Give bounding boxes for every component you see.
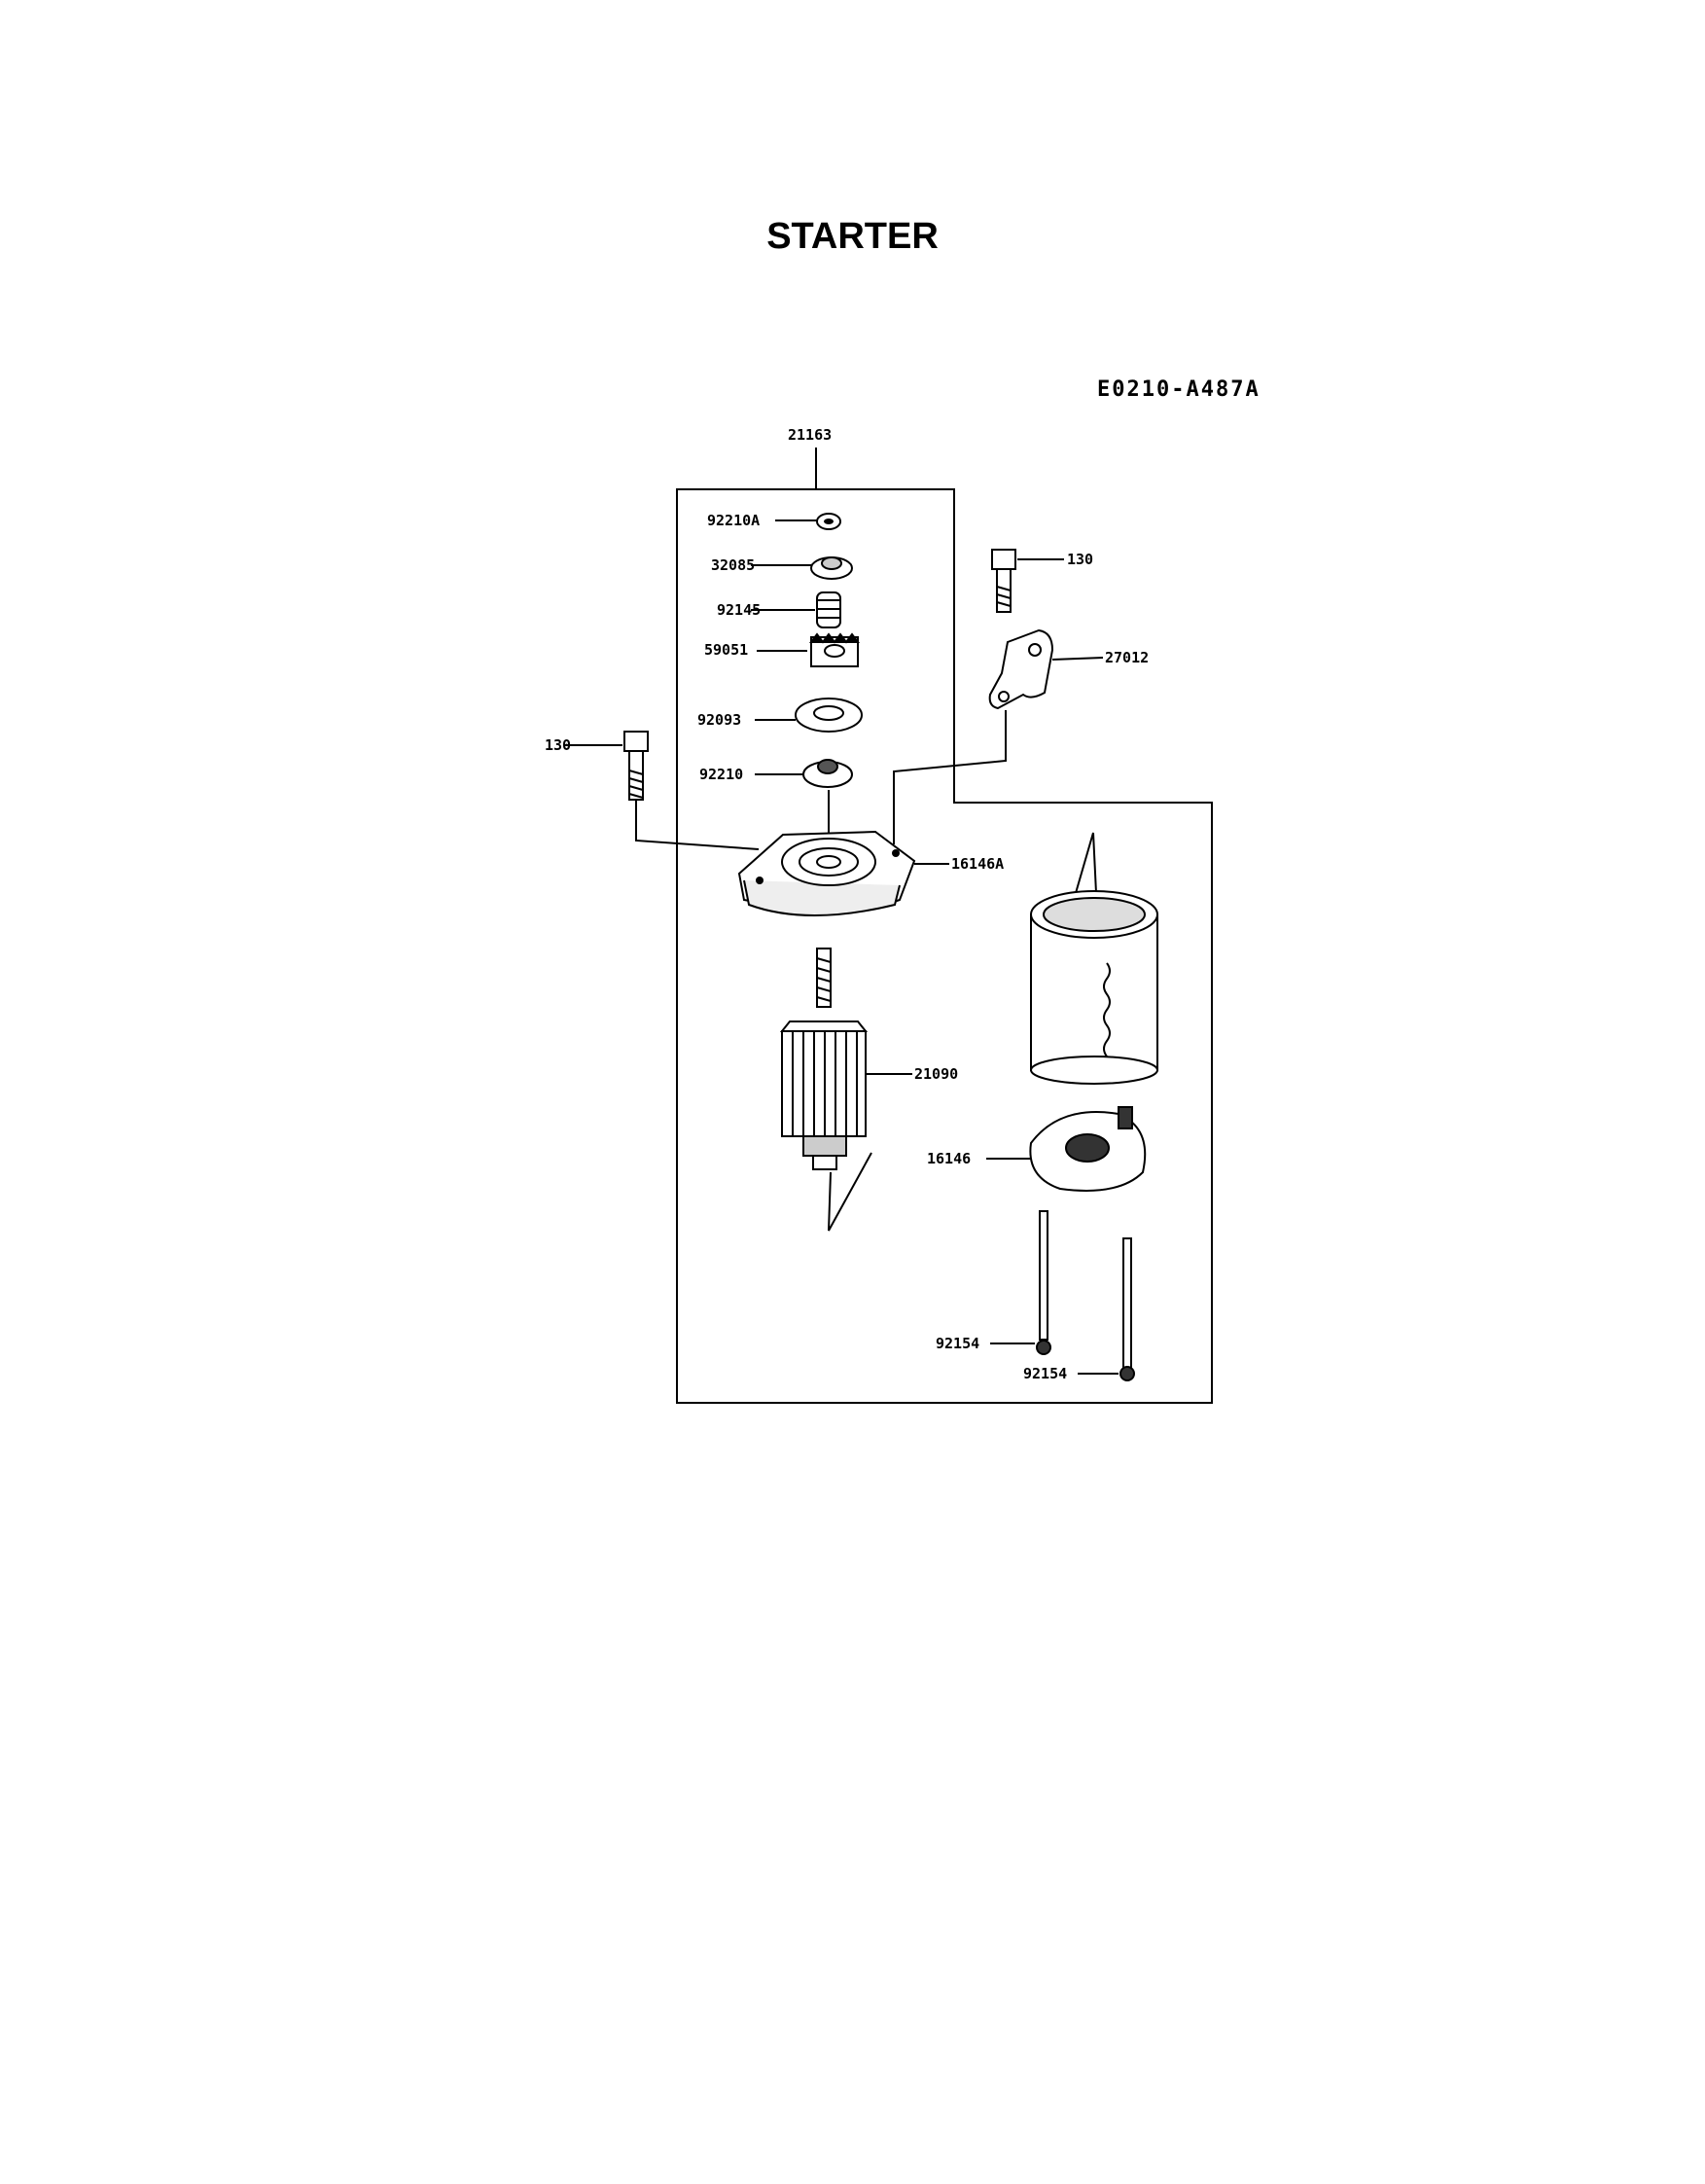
through-bolt-2-part <box>1078 1237 1135 1381</box>
spring-part <box>751 591 841 628</box>
yoke-housing-part <box>1030 832 1158 1085</box>
rear-cover-part <box>986 1106 1147 1192</box>
label-front-cover: 16146A <box>951 855 1004 873</box>
label-pinion: 59051 <box>704 641 748 659</box>
through-bolt-1-part <box>990 1210 1051 1355</box>
pinion-gear-part <box>757 632 860 667</box>
label-through-bolt-2: 92154 <box>1023 1365 1067 1382</box>
assembly-boundary <box>676 488 1213 1404</box>
bracket-part <box>893 628 1104 844</box>
label-spring: 92145 <box>717 601 761 619</box>
label-assembly: 21163 <box>788 426 832 444</box>
nut-part <box>775 513 841 530</box>
armature-part <box>779 948 912 1232</box>
left-bolt-part <box>564 731 760 850</box>
label-nut: 92210A <box>707 512 760 529</box>
stopper-part <box>755 759 853 788</box>
label-bolt-right: 130 <box>1067 551 1093 568</box>
label-armature: 21090 <box>914 1065 958 1083</box>
label-through-bolt-1: 92154 <box>936 1335 979 1352</box>
washer-part <box>755 698 863 733</box>
label-bracket: 27012 <box>1105 649 1149 666</box>
front-cover-part <box>737 830 949 916</box>
collar-part <box>751 556 853 580</box>
page-title: STARTER <box>766 216 939 257</box>
label-bolt-left: 130 <box>545 736 571 754</box>
label-stopper: 92210 <box>699 766 743 783</box>
drawing-code: E0210-A487A <box>1097 377 1261 402</box>
label-washer: 92093 <box>697 711 741 729</box>
right-bolt-part <box>991 549 1064 613</box>
label-collar: 32085 <box>711 556 755 574</box>
label-rear-cover: 16146 <box>927 1150 971 1167</box>
